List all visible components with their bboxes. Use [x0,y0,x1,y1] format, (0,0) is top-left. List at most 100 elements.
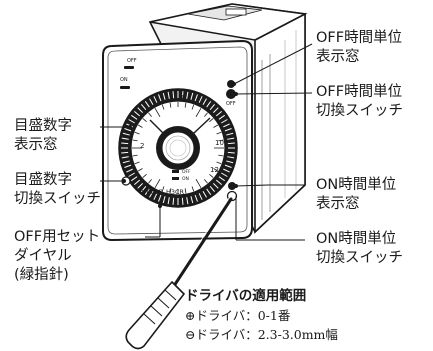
dial-ticks [121,91,235,205]
dial-tick [144,101,150,108]
dial-tick [134,110,141,117]
svg-text:OFF: OFF [226,101,236,107]
dial-tick [209,185,216,192]
dial-tick [194,194,198,202]
label-on-unit-switch: ON時間単位 切換スイッチ [316,231,403,266]
dial-tick [215,110,222,117]
scale-tick [154,178,161,189]
dial-tick [126,168,133,173]
scale-tick [209,174,214,178]
scale-tick [154,107,161,118]
dial-tick [215,179,222,186]
scale-tick [148,179,152,184]
dial-tick [131,114,138,120]
scale-tick [191,186,195,192]
dial-tick [149,98,154,105]
dial-number-12: 12 [210,166,219,174]
dial-tick [223,123,230,128]
on-unit-window [228,182,236,190]
scale-tick [195,178,202,189]
dial-tick [121,137,129,140]
dial-tick [186,91,189,99]
dial-tick [226,132,234,136]
dial-tick [172,91,175,99]
scale-tick [213,168,219,172]
scale-tick [161,104,165,110]
dial-tick [167,197,170,205]
dial-number-6: 6 [181,94,186,102]
dial: 6 2 10 12 [118,88,238,208]
dial-tick [206,101,212,108]
scale-tick [204,179,208,184]
dial-tick [223,168,230,173]
dial-tick [128,172,135,177]
scale-tick [132,139,138,142]
dial-tick [213,183,219,189]
dial-tick [186,197,189,205]
dial-tick [202,191,207,198]
driver-note-plus: ⊕ドライバ：0-1番 [185,308,291,323]
scale-tick [169,102,172,108]
label-off-unit-switch: OFF時間単位 切換スイッチ [316,84,403,119]
label-off-set-dial: OFF用セット ダイヤル (緑指針) [14,229,101,283]
dial-tick [190,196,194,204]
status-indicators: OFF ON [120,58,137,89]
scale-tick [213,124,219,128]
dial-tick [190,92,194,100]
label-off-unit-window: OFF時間単位 表示窓 [316,30,403,65]
dial-tick [218,176,225,182]
dial-tick [144,188,150,195]
scale-tick [148,112,152,117]
dial-tick [218,114,225,120]
dial-tick [209,104,216,111]
dial-tick [227,156,235,159]
dial-status-legend: OFF ON [172,169,191,182]
off-unit-controls: OFF [226,80,236,107]
dial-tick [137,107,143,113]
dial-tick [153,96,158,103]
dial-tick [221,119,228,124]
brand-logo: omron [139,187,163,196]
leader-lines [100,43,313,241]
label-on-unit-window: ON時間単位 表示窓 [316,177,397,212]
dial-tick [128,119,135,124]
dial-tick [167,91,170,99]
off-lamp-label: OFF [127,58,137,64]
driver-note: ドライバの適用範囲 ⊕ドライバ：0-1番 ⊖ドライバ：2.3-3.0mm幅 [185,287,338,344]
dial-tick [162,196,166,204]
dial-tick [137,183,143,189]
dial-tick [206,188,212,195]
dial-scale-ticks [132,102,224,194]
dial-tick [140,185,147,192]
dial-tick [227,137,235,140]
driver-note-minus: ⊖ドライバ：2.3-3.0mm幅 [185,327,338,342]
dial-tick [153,193,158,200]
dial-tick [122,132,130,136]
dial-tick [181,91,184,99]
scale-tick [216,161,222,165]
dial-tick [149,191,154,198]
scale-tick [134,161,140,165]
dial-tick [198,96,203,103]
scale-tick [184,102,187,108]
scale-tick [132,154,138,157]
label-scale-window: 目盛数字 表示窓 [14,118,72,153]
off-unit-window [227,80,235,88]
dial-tick [121,156,129,159]
dial-tick [181,197,184,205]
scale-tick [216,131,222,135]
scale-tick [218,154,224,157]
dial-tick [227,151,235,154]
scale-tick [161,186,165,192]
dial-tick [226,160,234,164]
dial-tick [122,160,130,164]
dial-tick [134,179,141,186]
svg-text:OFF: OFF [182,169,191,175]
dial-tick [124,164,132,168]
dial-tick [158,194,162,202]
scale-tick [137,124,143,128]
scale-tick [142,118,147,122]
dial-tick [198,193,203,200]
scale-tick [142,174,147,178]
on-lamp-label: ON [120,77,128,83]
